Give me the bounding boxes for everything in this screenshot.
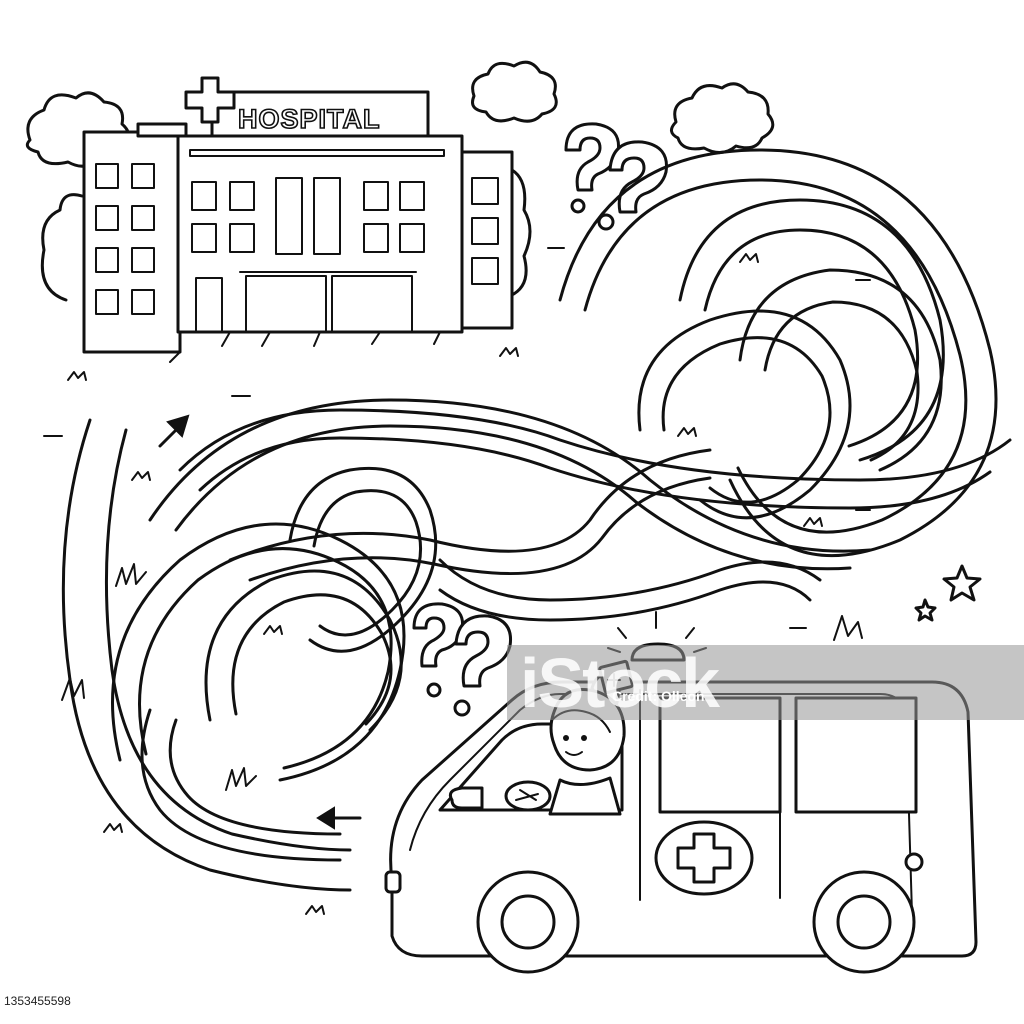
cloud-top-middle xyxy=(471,60,558,123)
question-marks-bottom xyxy=(412,602,513,717)
grass-tufts xyxy=(43,247,871,915)
maze-paths xyxy=(61,148,1012,892)
hospital-building: HOSPITAL xyxy=(40,76,532,363)
hospital-sign: HOSPITAL xyxy=(238,104,381,134)
image-id-label: 1353455598 xyxy=(4,994,71,1008)
cloud-top-right xyxy=(670,82,775,154)
finish-arrow-icon xyxy=(316,806,362,830)
watermark-band xyxy=(507,645,1024,720)
question-marks-top xyxy=(564,122,668,231)
stars xyxy=(914,564,982,622)
watermark-credit: Credit: Olleon xyxy=(612,688,705,704)
start-arrow-icon xyxy=(158,414,190,448)
footer-bar xyxy=(0,989,1024,1024)
watermark-logo: iStock xyxy=(520,644,720,722)
